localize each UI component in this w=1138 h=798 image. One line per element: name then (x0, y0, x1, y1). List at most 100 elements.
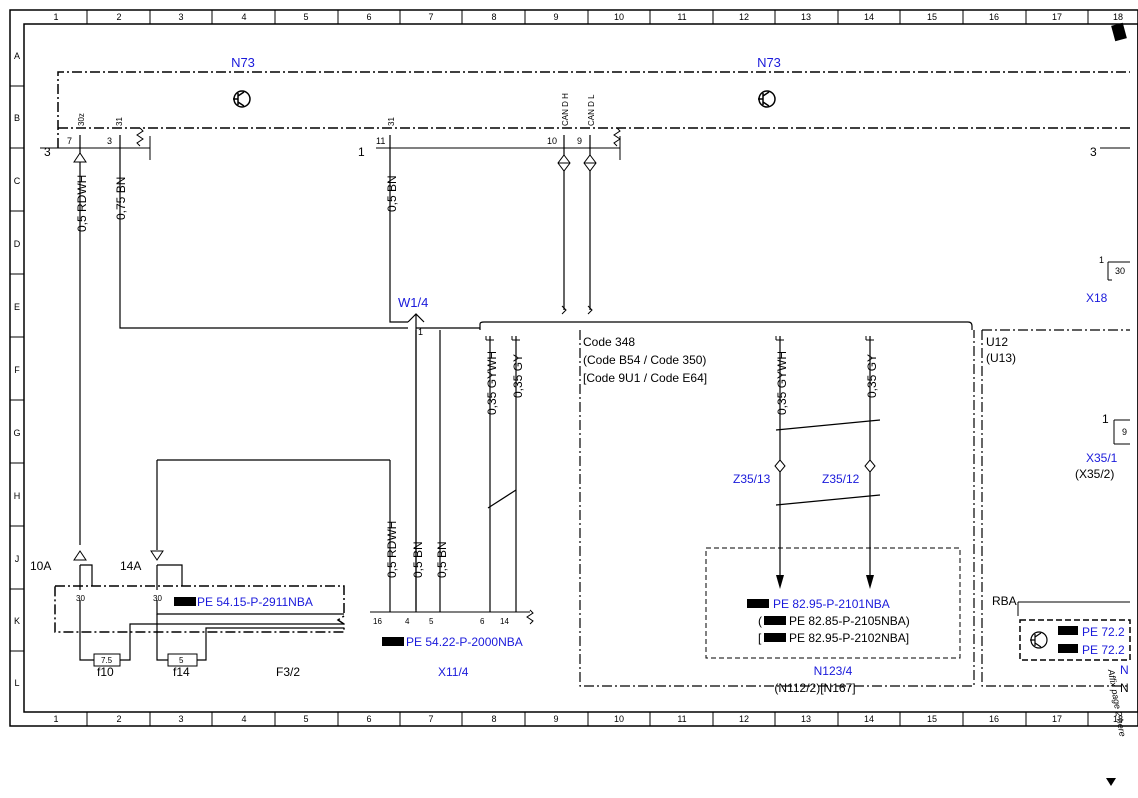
nc-label: N (1120, 663, 1129, 677)
fuse-pin-30: 30 (76, 594, 85, 603)
svg-text:4: 4 (241, 714, 246, 724)
ref-82-85-2105[interactable]: PE 82.85-P-2105NBA) (789, 614, 910, 628)
svg-text:10: 10 (614, 12, 624, 22)
svg-text:1: 1 (53, 12, 58, 22)
x11-4-pins: 16 4 5 6 14 (373, 617, 509, 626)
svg-text:0,35 GYWH: 0,35 GYWH (775, 351, 789, 415)
x35-2-label: (X35/2) (1075, 467, 1114, 481)
svg-text:7: 7 (428, 12, 433, 22)
fuse-14a: 14A (120, 559, 141, 573)
row-labels: A B C D E F G H J K L (13, 51, 20, 688)
n73-boundary (57, 71, 1130, 148)
svg-text:L: L (14, 678, 19, 688)
svg-text:9: 9 (553, 714, 558, 724)
svg-text:3: 3 (1090, 145, 1097, 159)
ref-82-95-2101[interactable]: PE 82.95-P-2101NBA (773, 597, 890, 611)
svg-text:17: 17 (1052, 12, 1062, 22)
svg-text:0,5 BN: 0,5 BN (385, 175, 399, 212)
ref-82-95-2102[interactable]: PE 82.95-P-2102NBA] (789, 631, 909, 645)
rba-label: RBA (992, 594, 1017, 608)
x35-1-label: X35/1 (1086, 451, 1118, 465)
drawing-frame (9, 9, 1138, 727)
rba-box (1019, 619, 1131, 661)
svg-text:18: 18 (1113, 714, 1123, 724)
fuse-10a: 10A (30, 559, 51, 573)
svg-text:0,75 BN: 0,75 BN (114, 177, 128, 220)
svg-text:A: A (14, 51, 20, 61)
x18-pin: 1 (1099, 255, 1104, 265)
svg-text:4: 4 (405, 617, 410, 626)
svg-text:18: 18 (1113, 12, 1123, 22)
w1-pin: 1 (418, 327, 423, 337)
ref-54-22[interactable]: PE 54.22-P-2000NBA (406, 635, 523, 649)
x18-num: 30 (1115, 266, 1125, 276)
wires (79, 135, 973, 612)
x35-num: 9 (1122, 427, 1127, 437)
svg-text:0,5 RDWH: 0,5 RDWH (75, 175, 89, 232)
z35-13-label: Z35/13 (733, 472, 771, 486)
svg-text:11: 11 (677, 12, 686, 22)
svg-text:0,5 RDWH: 0,5 RDWH (385, 521, 399, 578)
resistor-symbols (136, 127, 621, 147)
svg-text:9: 9 (553, 12, 558, 22)
svg-text:0,5 BN: 0,5 BN (411, 541, 425, 578)
svg-text:14: 14 (864, 12, 874, 22)
ref-54-15[interactable]: PE 54.15-P-2911NBA (197, 595, 313, 609)
pin-names-rotated: 30z 31 31 CAN D H CAN D L (77, 93, 596, 126)
corner-icon (1111, 22, 1127, 42)
ref-72-2-a[interactable]: PE 72.2 (1082, 625, 1125, 639)
svg-text:D: D (14, 239, 21, 249)
x11-4-connector (370, 609, 534, 625)
x18-label: X18 (1086, 291, 1108, 305)
svg-text:11: 11 (677, 714, 686, 724)
svg-text:CAN D L: CAN D L (587, 94, 596, 126)
svg-text:0,35 GY: 0,35 GY (511, 354, 525, 398)
code-9u1: [Code 9U1 / Code E64] (583, 371, 707, 385)
rba-line (1017, 601, 1130, 616)
code-348-box (579, 329, 1130, 687)
x18-connector (1107, 261, 1130, 281)
triangle-connectors (73, 152, 164, 561)
w1-4-label: W1/4 (398, 295, 428, 310)
transistor-icon (1030, 631, 1048, 649)
nc-label-2: N (1120, 681, 1129, 695)
splice-symbols (557, 154, 876, 473)
reference-hand-icon (174, 597, 1078, 653)
svg-text:14: 14 (500, 617, 509, 626)
svg-text:1: 1 (358, 145, 365, 159)
svg-text:14: 14 (864, 714, 874, 724)
f10-label: f10 (97, 665, 114, 679)
n123-4-label: N123/4 (814, 664, 853, 678)
svg-text:3: 3 (178, 12, 183, 22)
svg-text:16: 16 (989, 714, 999, 724)
svg-text:9: 9 (577, 136, 582, 146)
connector-numbers: 3 1 3 (44, 145, 1097, 159)
svg-text:2: 2 (116, 12, 121, 22)
affix-note: Affix page 2 here (1106, 668, 1128, 738)
n73-label: N73 (757, 55, 781, 70)
svg-text:B: B (14, 113, 20, 123)
pin-labels: 7 3 11 10 9 (67, 136, 582, 146)
svg-text:8: 8 (491, 12, 496, 22)
wire-end-marks (485, 305, 874, 341)
u13-label: (U13) (986, 351, 1016, 365)
svg-text:4: 4 (241, 12, 246, 22)
affix-arrow-icon (1106, 778, 1116, 786)
svg-text:6: 6 (480, 617, 485, 626)
ref-72-2-b[interactable]: PE 72.2 (1082, 643, 1125, 657)
fuse-pin-30: 30 (153, 594, 162, 603)
column-labels-bottom: 1 2 3 4 5 6 7 8 9 10 11 12 13 14 15 16 1… (53, 714, 1123, 724)
svg-text:7: 7 (67, 136, 72, 146)
svg-text:15: 15 (927, 12, 937, 22)
svg-text:8: 8 (491, 714, 496, 724)
n73-label: N73 (231, 55, 255, 70)
z35-12-label: Z35/12 (822, 472, 860, 486)
x35-pin: 1 (1102, 412, 1109, 426)
f14-label: f14 (173, 665, 190, 679)
svg-text:F: F (14, 365, 20, 375)
arrow-heads (776, 575, 874, 589)
svg-text:E: E (14, 302, 20, 312)
svg-text:16: 16 (989, 12, 999, 22)
svg-text:3: 3 (178, 714, 183, 724)
